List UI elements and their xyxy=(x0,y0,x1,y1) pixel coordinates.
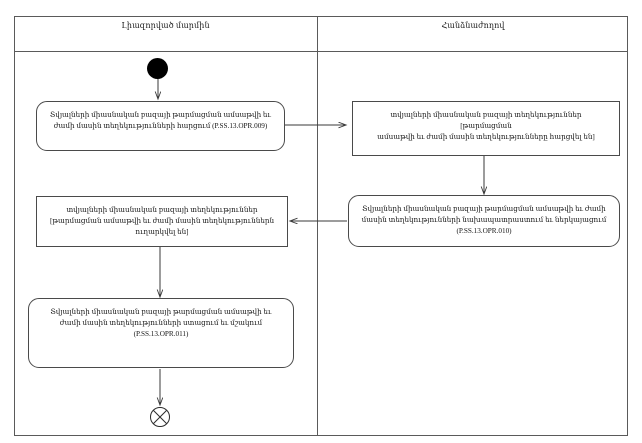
object-node-response-sent[interactable]: տվյալների միասնական բազայի տեղեկությունն… xyxy=(36,196,288,247)
activity-node-opr-009[interactable]: Տվյալների միասնական բազայի թարմացման ամս… xyxy=(36,101,285,151)
activity-node-opr-011-label: Տվյալների միասնական բազայի թարմացման ամս… xyxy=(50,308,272,339)
activity-node-opr-011[interactable]: Տվյալների միասնական բազայի թարմացման ամս… xyxy=(28,298,294,368)
object-node-request-sent-label: տվյալների միասնական բազայի տեղեկությունն… xyxy=(377,111,595,142)
swimlane-frame xyxy=(14,16,628,436)
flow-final-node xyxy=(150,407,170,427)
swimlane-header-rule xyxy=(14,51,628,52)
swimlane-divider xyxy=(317,16,318,436)
activity-node-opr-009-label: Տվյալների միասնական բազայի թարմացման ամս… xyxy=(50,111,271,131)
swimlane-title-left: Լիազորված մարմին xyxy=(121,21,210,30)
activity-node-opr-010[interactable]: Տվյալների միասնական բազայի թարմացման ամս… xyxy=(348,195,620,247)
activity-node-opr-010-label: Տվյալների միասնական բազայի թարմացման ամս… xyxy=(361,205,607,236)
object-node-request-sent[interactable]: տվյալների միասնական բազայի տեղեկությունն… xyxy=(352,101,620,156)
swimlane-title-right: Հանձնաժողով xyxy=(441,21,505,30)
initial-node xyxy=(147,58,168,79)
object-node-response-sent-label: տվյալների միասնական բազայի տեղեկությունն… xyxy=(49,206,275,237)
